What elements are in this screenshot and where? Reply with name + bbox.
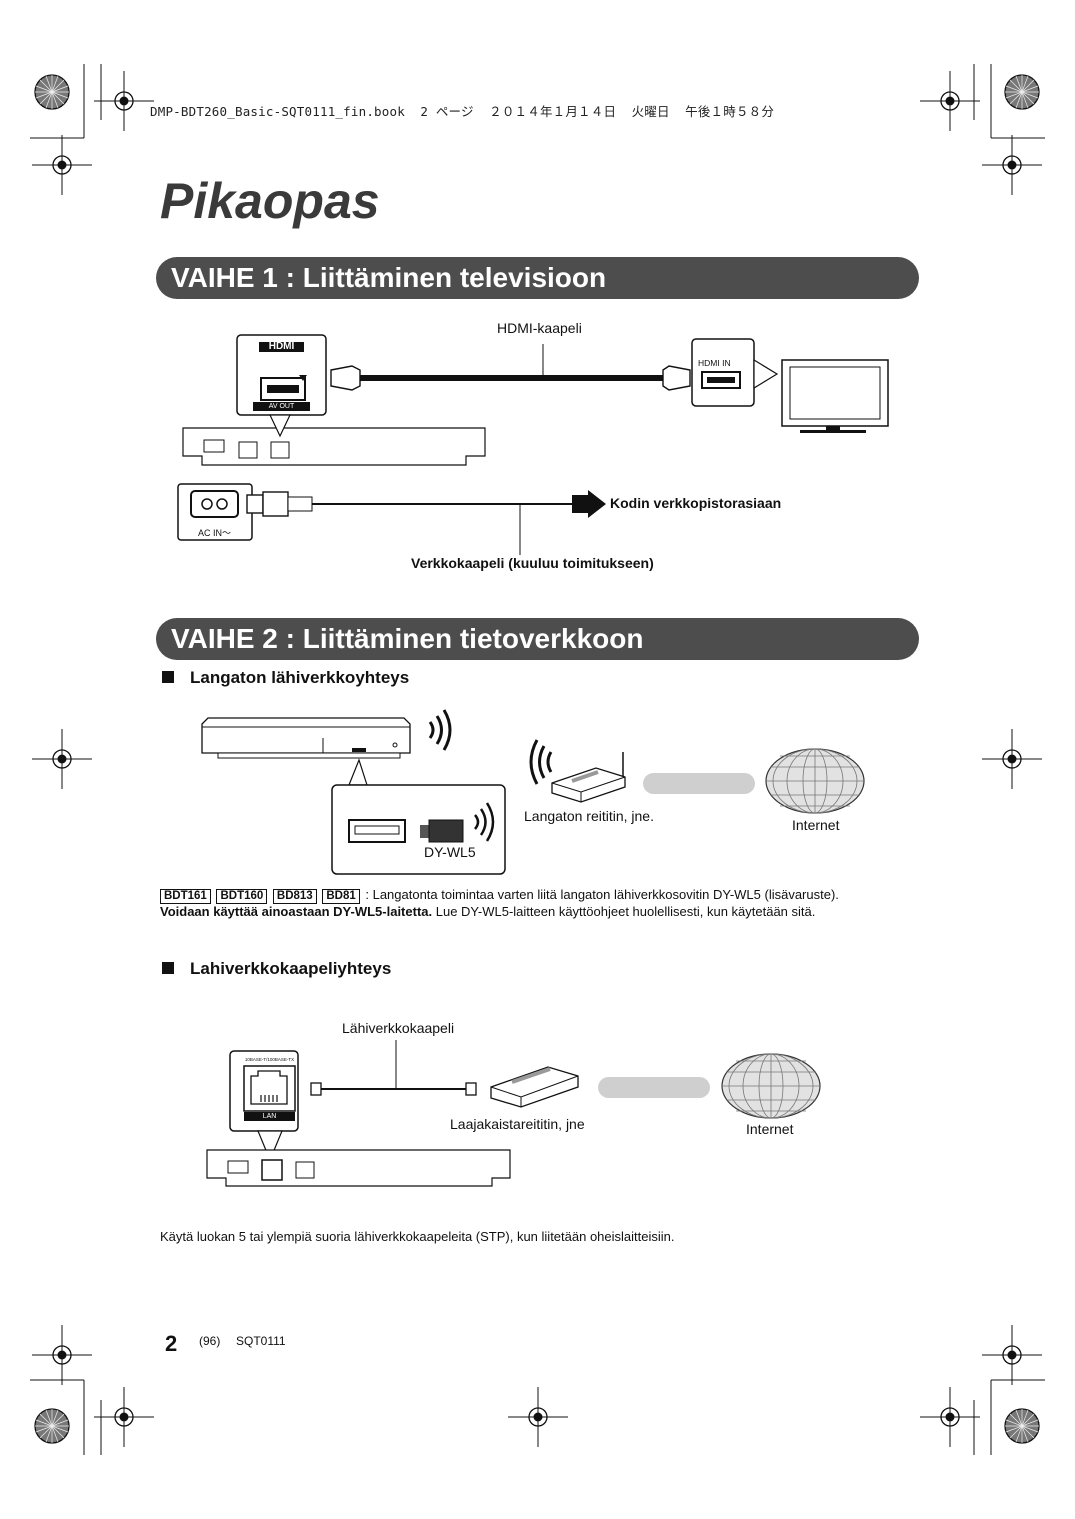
hdmi-cable-label: HDMI-kaapeli: [497, 320, 582, 336]
internet-label: Internet: [792, 817, 840, 833]
player-wifi-icon: [428, 709, 452, 751]
step1-diagram: [177, 334, 889, 555]
network-link-bar: [643, 773, 755, 794]
av-out-label: AV OUT: [268, 403, 295, 410]
ac-in-label: AC IN～: [198, 528, 232, 538]
wired-diagram: [206, 1040, 821, 1187]
hdmi-in-label: HDMI IN: [698, 358, 731, 368]
wireless-note-text: : Langatonta toimintaa varten liitä lang…: [361, 887, 839, 902]
wireless-note: BDT161 BDT160 BD813 BD81 : Langatonta to…: [160, 887, 940, 920]
wireless-heading: Langaton lähiverkkoyhteys: [162, 668, 409, 688]
outlet-arrow-icon: [572, 490, 606, 518]
wireless-heading-text: Langaton lähiverkkoyhteys: [190, 668, 410, 687]
wireless-router-icon: [551, 767, 626, 803]
bullet-square-icon: [162, 962, 174, 974]
hdmi-logo-text: HDMI: [268, 341, 295, 352]
step2-banner: VAIHE 2 : Liittäminen tietoverkkoon: [156, 618, 919, 660]
internet-globe-icon: [765, 748, 865, 814]
model-tag: BD81: [322, 889, 360, 904]
model-tag: BDT161: [160, 889, 211, 904]
ac-inlet-small: [203, 439, 225, 453]
footnote: Käytä luokan 5 tai ylempiä suoria lähive…: [160, 1229, 675, 1244]
hdmi-plug-right: [662, 365, 691, 391]
print-header: DMP-BDT260_Basic-SQT0111_fin.book 2 ページ …: [150, 104, 775, 119]
hdmi-logo-icon: [259, 342, 304, 352]
internet-globe-icon-wired: [721, 1053, 821, 1119]
wireless-note-rest: Lue DY-WL5-laitteen käyttöohjeet huolell…: [432, 904, 816, 919]
router-wifi-icon: [529, 739, 553, 785]
adapter-wifi-icon: [474, 802, 495, 842]
wired-heading: Lahiverkkokaapeliyhteys: [162, 959, 391, 979]
wired-heading-text: Lahiverkkokaapeliyhteys: [190, 959, 392, 978]
bullet-square-icon: [162, 671, 174, 683]
doc-code: SQT0111: [236, 1334, 286, 1348]
crop-marks: [30, 64, 1045, 1455]
adapter-label: DY-WL5: [424, 844, 476, 860]
lan-port-small: [238, 441, 258, 459]
wireless-router-label: Langaton reititin, jne.: [524, 808, 654, 824]
page-number: 2: [165, 1331, 178, 1356]
wireless-note-bold: Voidaan käyttää ainoastaan DY-WL5-laitet…: [160, 904, 433, 919]
outlet-label: Kodin verkkopistorasiaan: [610, 495, 782, 511]
player-rear-panel: [182, 427, 486, 466]
player-rear-panel-wired: [206, 1149, 511, 1187]
power-plug: [246, 494, 264, 514]
hdmi-plug-left: [330, 365, 361, 391]
lan-label: LAN: [262, 1113, 277, 1120]
step1-banner: VAIHE 1 : Liittäminen televisioon: [156, 257, 919, 299]
sub-page-number: (96): [199, 1334, 221, 1348]
model-tag: BD813: [272, 889, 317, 904]
hdmi-port-small: [270, 441, 290, 459]
model-tag: BDT160: [216, 889, 268, 904]
power-cable-label: Verkkokaapeli (kuuluu toimitukseen): [411, 555, 654, 571]
wireless-diagram: [201, 709, 865, 875]
lan-cable-label: Lähiverkkokaapeli: [342, 1020, 455, 1036]
lan-port-spec: 10BASE-T/100BASE-TX: [244, 1057, 295, 1062]
broadband-router-label: Laajakaistareititin, jne: [450, 1116, 585, 1132]
dy-wl5-adapter-icon: [420, 825, 429, 838]
broadband-router-icon: [490, 1066, 579, 1108]
player-front-icon: [201, 717, 411, 754]
internet-label-wired: Internet: [746, 1121, 794, 1137]
usb-callout: [331, 784, 506, 875]
page-title: Pikaopas: [160, 173, 380, 229]
network-link-bar-wired: [598, 1077, 710, 1098]
